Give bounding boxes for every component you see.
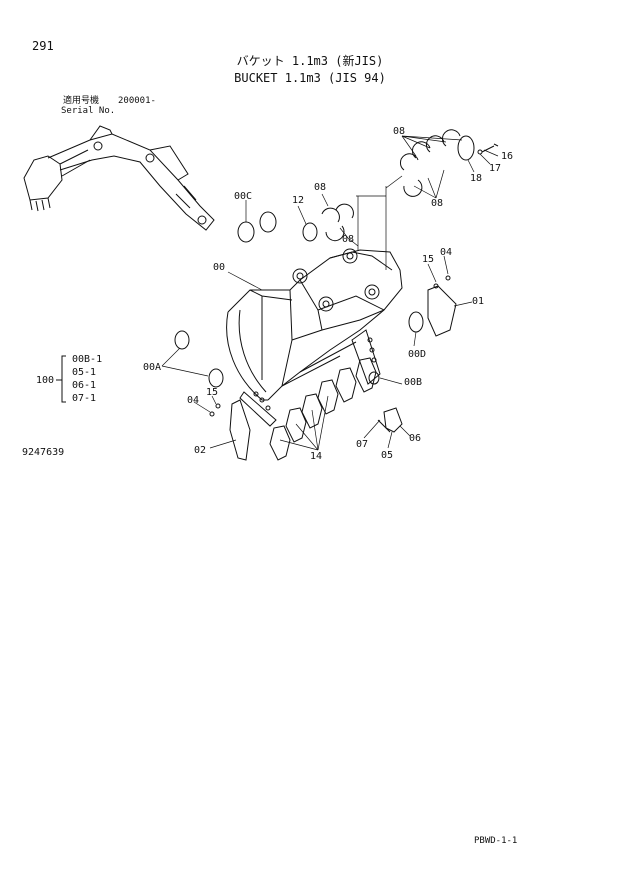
leader-lines (161, 135, 499, 451)
washer-17 (477, 149, 483, 155)
bushing-12 (302, 222, 318, 242)
set-group-item: 00B-1 (72, 354, 103, 365)
bushing-00D (408, 311, 424, 333)
set-group-item: 06-1 (72, 380, 97, 391)
pin-07 (377, 419, 391, 433)
callout-08-mid2: 08 (342, 234, 355, 245)
callout-17: 17 (489, 163, 502, 174)
serial-value: 200001- (118, 96, 156, 106)
serial-label-en: Serial No. (61, 106, 116, 116)
washer-15-right (433, 283, 439, 289)
callout-00B: 00B (404, 377, 423, 388)
callout-16: 16 (501, 151, 514, 162)
callout-06: 06 (409, 433, 422, 444)
nut-04-right (445, 275, 451, 281)
footer-code: PBWD-1-1 (474, 836, 518, 846)
callout-04-right: 04 (440, 247, 453, 258)
title-japanese: バケット 1.1m3 (新JIS) (236, 54, 384, 68)
bushing-00A-top (174, 330, 190, 350)
figure-number: 9247639 (22, 447, 65, 458)
title-english: BUCKET 1.1m3 (JIS 94) (234, 71, 386, 85)
plate-18 (457, 135, 475, 161)
callout-12: 12 (292, 195, 305, 206)
callout-07: 07 (356, 439, 369, 450)
callout-00A: 00A (143, 362, 162, 373)
shims-08 (321, 129, 461, 242)
callout-15-left: 15 (206, 387, 219, 398)
callout-04-left: 04 (187, 395, 200, 406)
callout-01: 01 (472, 296, 485, 307)
callout-15-right: 15 (422, 254, 435, 265)
set-group-bracket (56, 355, 66, 403)
set-group-item: 07-1 (72, 393, 97, 404)
excavator-arm-inset (23, 125, 215, 231)
callout-14: 14 (310, 451, 323, 462)
callout-00C: 00C (234, 191, 253, 202)
bushing-00A-bottom (208, 368, 224, 388)
pin-00B (368, 371, 380, 385)
bushing-00C (237, 221, 255, 243)
page-number: 291 (32, 39, 54, 53)
callout-08-mid: 08 (314, 182, 327, 193)
bucket-body (226, 248, 403, 427)
nut-04-left (209, 411, 215, 417)
callout-02: 02 (194, 445, 207, 456)
set-group-item: 05-1 (72, 367, 97, 378)
callout-00: 00 (213, 262, 226, 273)
callout-08-top: 08 (393, 126, 406, 137)
seal-ring (259, 211, 277, 233)
bucket-teeth (269, 357, 377, 461)
callout-08-right: 08 (431, 198, 444, 209)
set-group-label: 100 (36, 375, 55, 386)
callout-18: 18 (470, 173, 483, 184)
washer-15-left (215, 403, 221, 409)
adapter-05 (383, 407, 403, 433)
side-cutter-right (427, 285, 457, 337)
callout-05: 05 (381, 450, 394, 461)
callout-00D: 00D (408, 349, 427, 360)
serial-label-jp: 適用号機 (63, 96, 100, 106)
side-cutter-left (229, 399, 251, 461)
bolt-16 (481, 143, 499, 153)
